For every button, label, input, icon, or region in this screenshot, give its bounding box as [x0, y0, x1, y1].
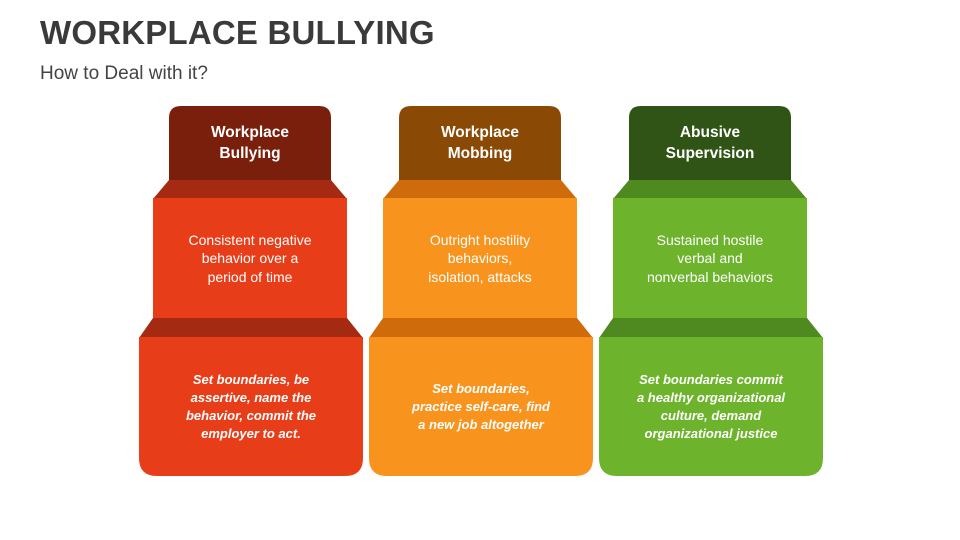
header-tab: [629, 106, 791, 181]
page-title: WORKPLACE BULLYING: [40, 14, 435, 51]
upper-band: [383, 180, 577, 199]
lower-band: [369, 318, 593, 338]
lower-band: [139, 318, 363, 338]
header-tab: [169, 106, 331, 181]
upper-band: [613, 180, 807, 199]
header-tab: [399, 106, 561, 181]
column-shape: [369, 106, 593, 476]
column-shape: [599, 106, 823, 476]
column-shape: [139, 106, 363, 476]
action-block: [369, 337, 593, 476]
action-block: [139, 337, 363, 476]
lower-band: [599, 318, 823, 338]
description-block: [613, 198, 807, 319]
action-block: [599, 337, 823, 476]
description-block: [153, 198, 347, 319]
page-subtitle: How to Deal with it?: [40, 63, 208, 84]
description-block: [383, 198, 577, 319]
upper-band: [153, 180, 347, 199]
